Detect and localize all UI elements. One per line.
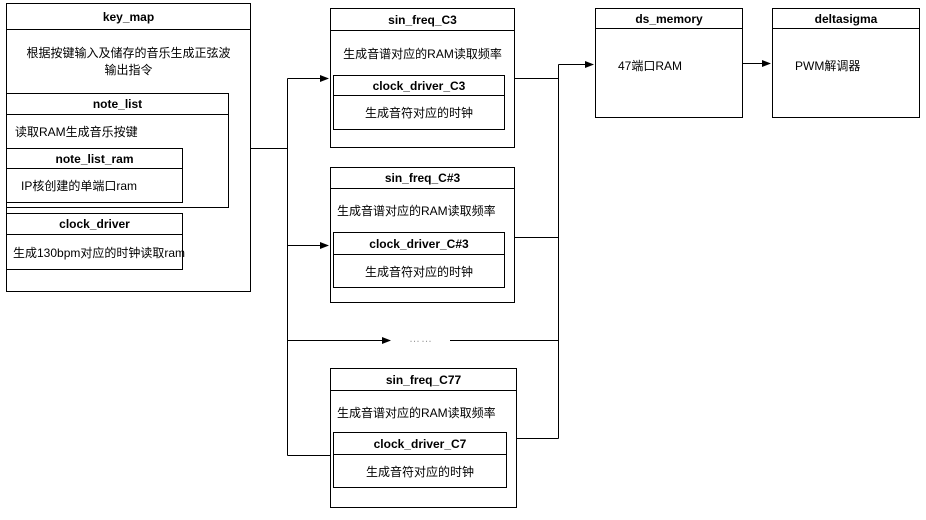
node-deltasigma-title: deltasigma <box>773 9 919 29</box>
node-clock-driver: clock_driver 生成130bpm对应的时钟读取ram <box>6 213 186 270</box>
node-clock-driver-cs3-desc: 生成音符对应的时钟 <box>364 264 473 279</box>
node-note-list: note_list 读取RAM生成音乐按键 note_list_ram IP核创… <box>6 93 229 208</box>
node-ds-memory-title: ds_memory <box>596 9 742 29</box>
node-sin-freq-c77-title: sin_freq_C77 <box>331 369 516 391</box>
node-sin-freq-c77: sin_freq_C77 生成音谱对应的RAM读取频率 clock_driver… <box>330 368 517 508</box>
node-clock-driver-c3-title: clock_driver_C3 <box>334 76 504 96</box>
node-note-list-ram-desc: IP核创建的单端口ram <box>21 179 138 193</box>
node-note-list-desc: 读取RAM生成音乐按键 <box>15 125 138 139</box>
node-sin-freq-c3-title: sin_freq_C3 <box>331 9 514 31</box>
node-sin-freq-c3-desc: 生成音谱对应的RAM读取频率 <box>343 46 502 61</box>
node-ds-memory-desc: 47端口RAM <box>618 58 683 73</box>
node-key-map-title: key_map <box>7 4 250 30</box>
node-clock-driver-desc: 生成130bpm对应的时钟读取ram <box>13 245 186 260</box>
key-map-desc-line2: 输出指令 <box>104 62 153 77</box>
key-map-desc-line1: 根据按键输入及储存的音乐生成正弦波 <box>26 45 231 60</box>
node-sin-freq-cs3-desc: 生成音谱对应的RAM读取频率 <box>337 204 496 218</box>
node-clock-driver-cs3-title: clock_driver_C#3 <box>334 233 504 255</box>
node-key-map-desc: 根据按键输入及储存的音乐生成正弦波 输出指令 <box>7 30 250 93</box>
node-note-list-ram-title: note_list_ram <box>7 149 182 169</box>
node-clock-driver-c7: clock_driver_C7 生成音符对应的时钟 <box>333 432 507 488</box>
node-deltasigma-desc: PWM解调器 <box>795 58 861 73</box>
node-sin-freq-c3: sin_freq_C3 生成音谱对应的RAM读取频率 clock_driver_… <box>330 8 515 148</box>
node-ds-memory: ds_memory 47端口RAM <box>595 8 743 118</box>
node-clock-driver-c7-title: clock_driver_C7 <box>334 433 506 455</box>
node-sin-freq-cs3: sin_freq_C#3 生成音谱对应的RAM读取频率 clock_driver… <box>330 167 515 303</box>
ellipsis-label: …… <box>409 333 433 345</box>
node-note-list-title: note_list <box>7 94 228 115</box>
node-clock-driver-c7-desc: 生成音符对应的时钟 <box>365 464 474 479</box>
node-deltasigma: deltasigma PWM解调器 <box>772 8 920 118</box>
node-clock-driver-cs3: clock_driver_C#3 生成音符对应的时钟 <box>333 232 505 288</box>
node-note-list-ram: note_list_ram IP核创建的单端口ram <box>6 148 183 203</box>
node-key-map: key_map 根据按键输入及储存的音乐生成正弦波 输出指令 note_list… <box>6 3 251 292</box>
node-sin-freq-c77-desc: 生成音谱对应的RAM读取频率 <box>337 405 496 420</box>
node-clock-driver-c3: clock_driver_C3 生成音符对应的时钟 <box>333 75 505 130</box>
node-sin-freq-cs3-title: sin_freq_C#3 <box>331 168 514 189</box>
node-clock-driver-c3-desc: 生成音符对应的时钟 <box>364 106 473 120</box>
node-clock-driver-title: clock_driver <box>7 214 182 235</box>
